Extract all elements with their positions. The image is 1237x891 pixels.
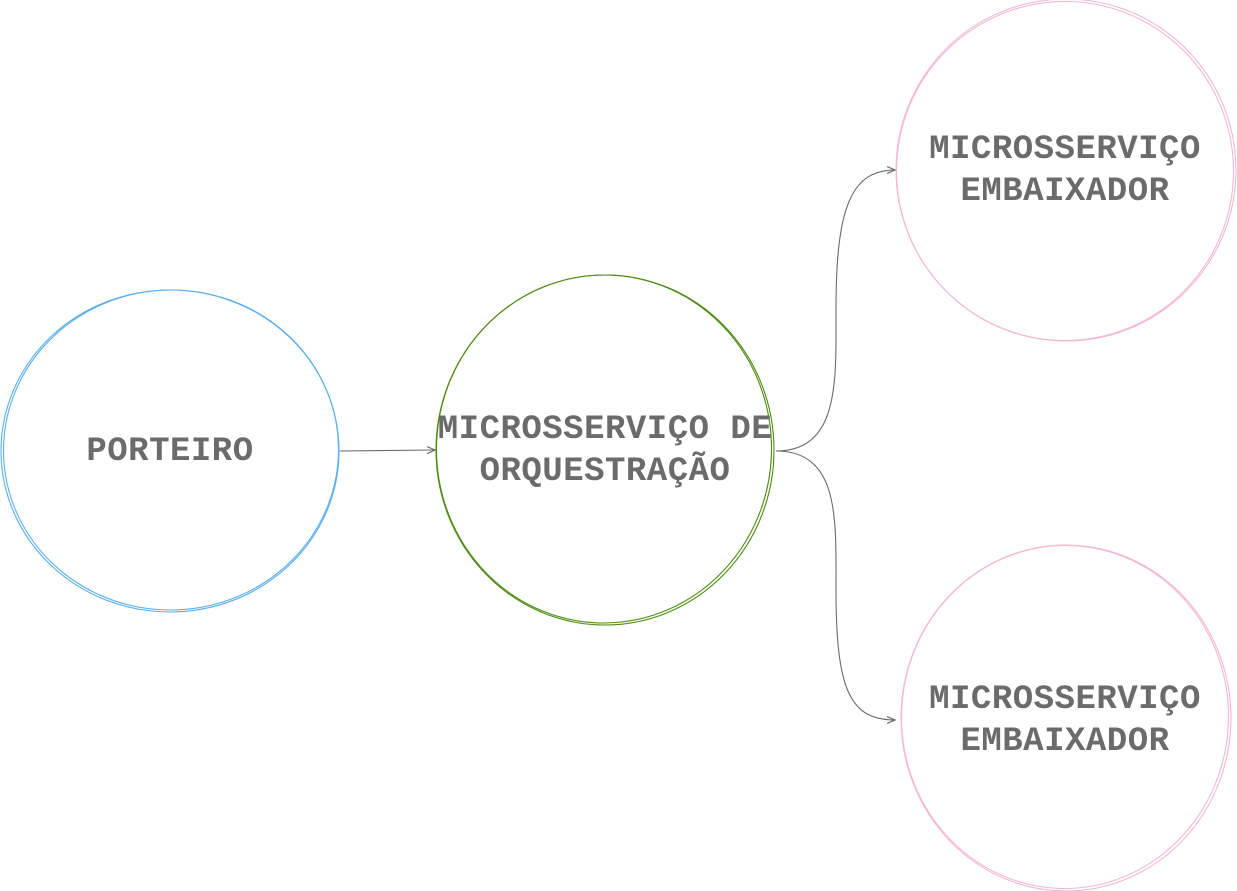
node-label-line: PORTEIRO [86,433,253,471]
node-label-line: EMBAIXADOR [960,723,1169,761]
node-porteiro[interactable]: PORTEIRO [0,284,344,615]
orquestracao-circle [435,274,775,626]
embaixador-bottom-circle-sketch [900,544,1230,890]
node-label-line: EMBAIXADOR [960,173,1169,211]
connector-orquestracao-to-embaixador-bottom [775,450,895,720]
porteiro-label: PORTEIRO [86,433,253,471]
orquestracao-circle-sketch [435,274,773,624]
node-label-line: MICROSSERVIÇO [929,131,1201,169]
connector-orquestracao-to-embaixador-top [775,170,895,452]
embaixador-bottom-label: MICROSSERVIÇO EMBAIXADOR [929,681,1201,761]
node-embaixador-top[interactable]: MICROSSERVIÇO EMBAIXADOR [888,0,1237,349]
node-label-line: MICROSSERVIÇO DE [438,411,772,449]
node-label-line: ORQUESTRAÇÃO [480,452,731,491]
porteiro-circle-sketch [2,289,340,611]
node-label-line: MICROSSERVIÇO [929,681,1201,719]
connector-porteiro-to-orquestracao [339,450,435,451]
embaixador-top-circle-sketch [895,0,1235,342]
embaixador-top-label: MICROSSERVIÇO EMBAIXADOR [929,131,1201,211]
node-embaixador-bottom[interactable]: MICROSSERVIÇO EMBAIXADOR [896,540,1235,891]
